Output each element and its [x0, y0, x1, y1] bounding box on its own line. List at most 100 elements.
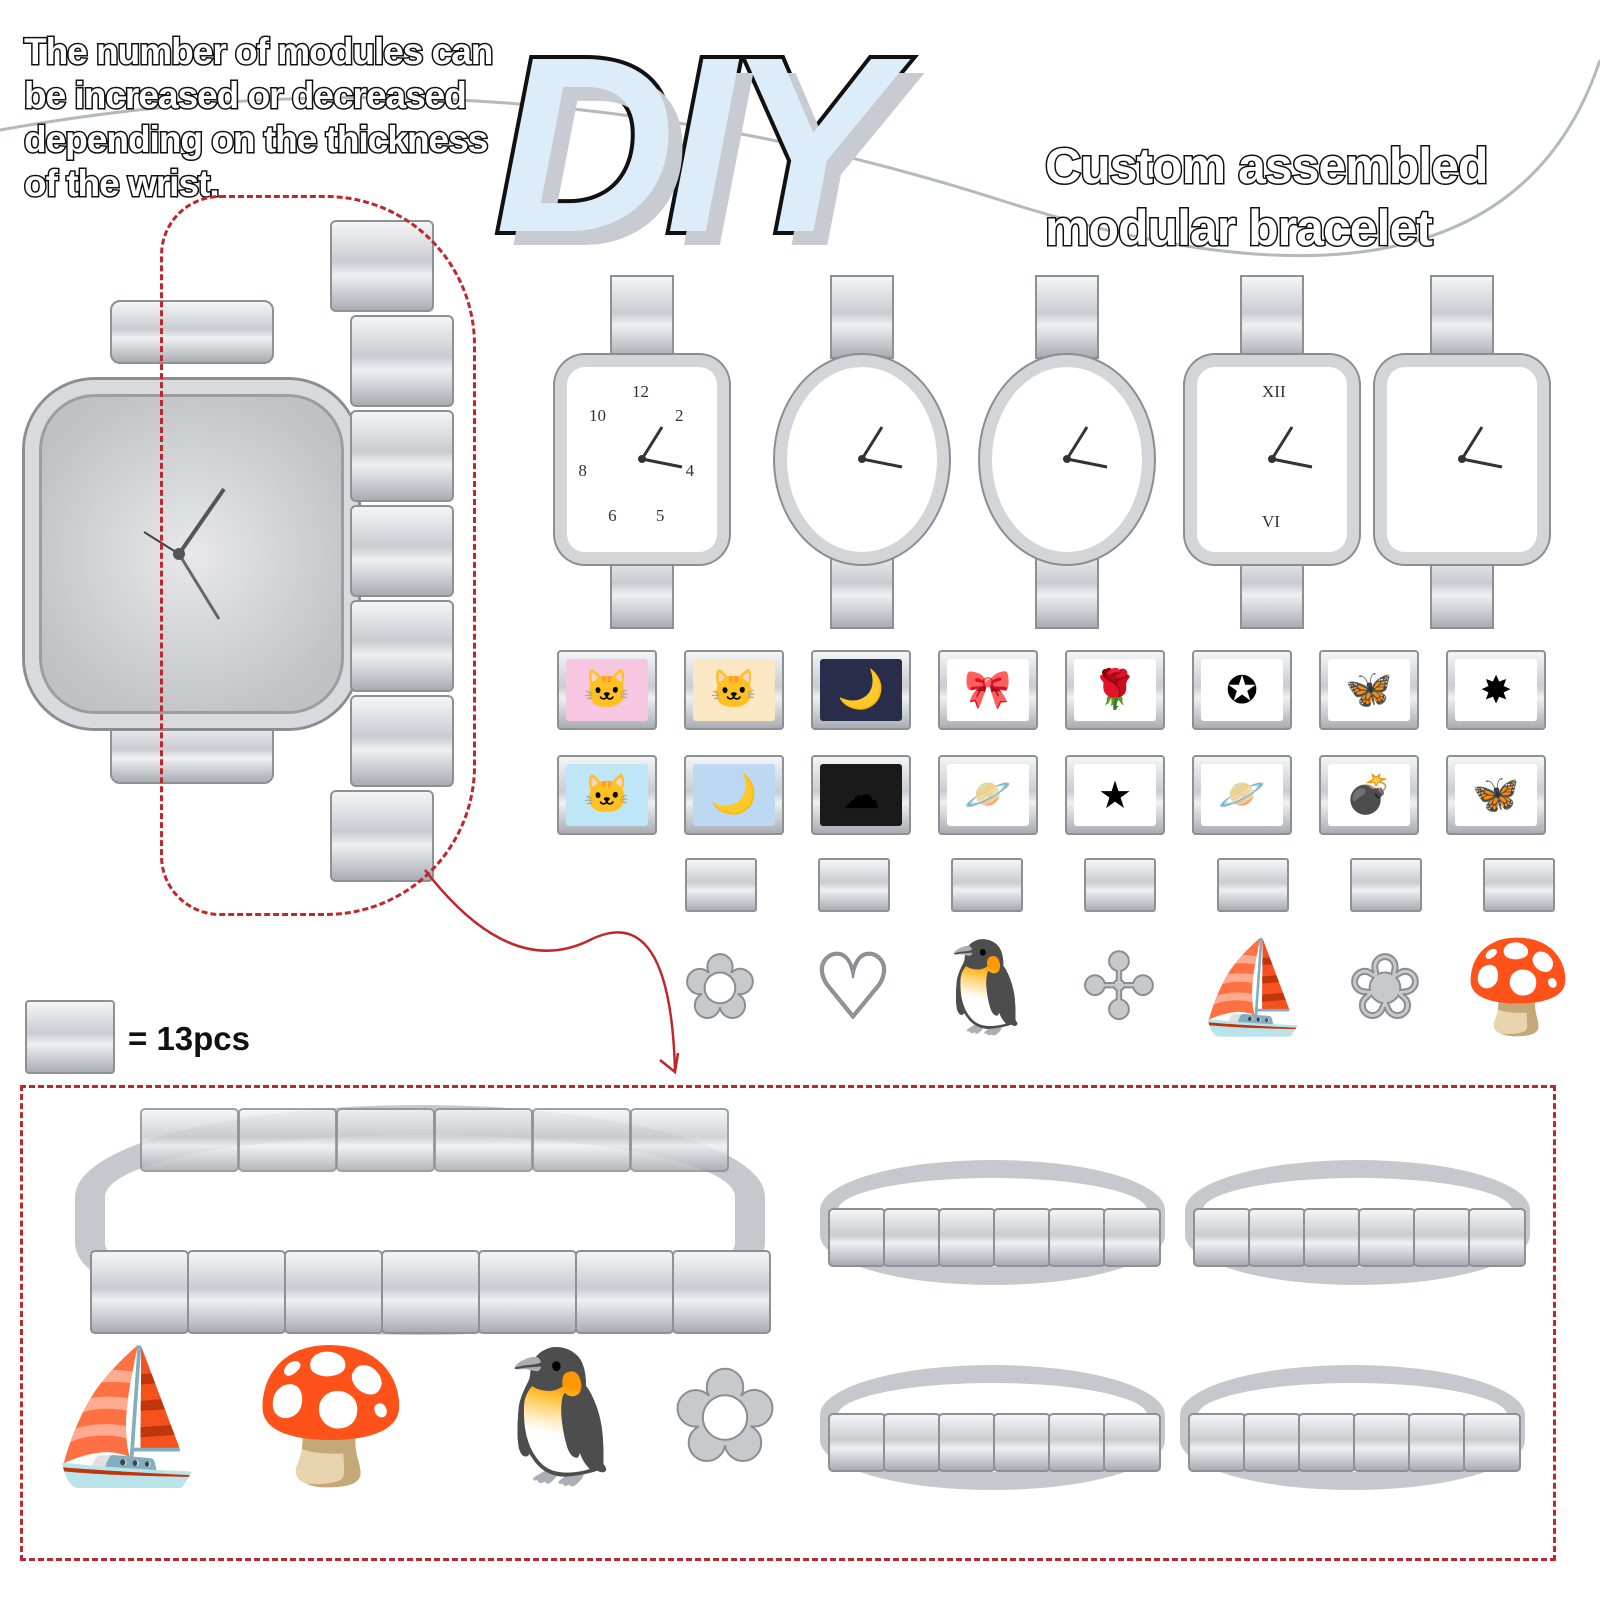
bracelet-link [1048, 1208, 1106, 1267]
quantity-label: = 13pcs [128, 1020, 251, 1057]
butterfly-pink-icon: 🦋 [1328, 659, 1410, 721]
charm-link [1350, 858, 1422, 912]
watch-band-top [610, 275, 674, 359]
bracelet-link [1358, 1208, 1416, 1267]
sailboat-icon: ⛵ [44, 1342, 208, 1490]
dial-numeral: 12 [632, 382, 649, 401]
tagline-line-2: modular bracelet [1043, 199, 1434, 258]
watch-hands-icon [1458, 426, 1503, 469]
dial-numeral: 8 [578, 461, 587, 481]
watch-hands-icon [638, 426, 683, 469]
bracelet-link [1243, 1413, 1301, 1472]
charm-link [1084, 858, 1156, 912]
bracelet-link [336, 1108, 435, 1172]
link-tile: ✪ [1192, 650, 1292, 730]
watch-face: XII VI [1185, 355, 1359, 564]
adjustable-strap-highlight [160, 195, 476, 916]
heart-icon: ♡ [812, 937, 895, 1039]
charm-link [818, 858, 890, 912]
strap-link [350, 600, 454, 692]
arrow-icon [424, 869, 680, 1075]
link-tile: 🐱 [557, 650, 657, 730]
link-tile: 🦋 [1446, 755, 1546, 835]
star-icon: ★ [1074, 764, 1156, 826]
pinwheel-icon: ✣ [1080, 937, 1157, 1039]
watch-hands-icon [1268, 426, 1313, 469]
watch-band-top [830, 275, 894, 359]
bracelet-link [434, 1108, 533, 1172]
link-tile: 🐱 [557, 755, 657, 835]
charm-link [685, 858, 757, 912]
bracelet-link [1353, 1413, 1411, 1472]
crystal-star-icon: ✸ [1455, 659, 1537, 721]
dial-numeral: 5 [655, 505, 665, 525]
cat-pink-icon: 🐱 [566, 659, 648, 721]
strap-link [350, 505, 454, 597]
bracelet-link [238, 1108, 337, 1172]
penguin-icon: 🐧 [479, 1342, 643, 1490]
link-tile: 🐱 [684, 650, 784, 730]
watch-face [1375, 355, 1549, 564]
bracelet-link [575, 1250, 674, 1334]
dial-numeral: 4 [685, 461, 695, 481]
watch-hands-icon [1063, 426, 1108, 469]
penguin-icon: 🐧 [929, 937, 1043, 1039]
bomb-icon: 💣 [1328, 764, 1410, 826]
bracelet-link [883, 1208, 941, 1267]
cat-moon-icon: 🌙 [820, 659, 902, 721]
watch-band-top [1035, 275, 1099, 359]
bracelet-link [284, 1250, 383, 1334]
cat-cloud-icon: ☁ [820, 764, 902, 826]
link-tile: 🌙 [811, 650, 911, 730]
bracelet-link [938, 1208, 996, 1267]
dial-numeral: VI [1262, 512, 1280, 531]
pearl-star-icon: ✪ [1201, 659, 1283, 721]
bracelet-link [1463, 1413, 1521, 1472]
watch-face [25, 380, 358, 728]
bracelet-link [630, 1108, 729, 1172]
bracelet-link [672, 1250, 771, 1334]
bracelet-link [1413, 1208, 1471, 1267]
bracelet-link [1248, 1208, 1306, 1267]
bracelet-link [1303, 1208, 1361, 1267]
diy-headline: DIY [491, 5, 896, 284]
link-tile: 💣 [1319, 755, 1419, 835]
watch-round-index [980, 275, 1154, 635]
bracelet-link [938, 1413, 996, 1472]
cat-cream-icon: 🐱 [693, 659, 775, 721]
bracelet-link [478, 1250, 577, 1334]
blank-link-module [25, 1000, 115, 1074]
assembled-examples-box [20, 1085, 1556, 1561]
dial-numeral: 10 [588, 406, 606, 426]
watch-cushion-roman: XII VI [1185, 275, 1359, 635]
watch-square-index [1375, 275, 1549, 635]
dial-numeral: 2 [675, 406, 684, 426]
cat-moon-blue-icon: 🌙 [693, 764, 775, 826]
saturn-icon: 🪐 [1201, 764, 1283, 826]
butterfly-black-icon: 🦋 [1455, 764, 1537, 826]
bracelet-link [90, 1250, 189, 1334]
mushroom-icon: 🍄 [1461, 937, 1575, 1039]
flower-icon: ✿ [681, 937, 758, 1039]
bracelet-link [1408, 1413, 1466, 1472]
charm-link [951, 858, 1023, 912]
strap-link [350, 410, 454, 502]
link-tile: ★ [1065, 755, 1165, 835]
link-tile: 🌹 [1065, 650, 1165, 730]
link-tile: 🎀 [938, 650, 1038, 730]
link-tile: 🪐 [1192, 755, 1292, 835]
bracelet-link [1103, 1208, 1161, 1267]
hibiscus-icon: ❀ [1346, 937, 1423, 1039]
bracelet-link [1048, 1413, 1106, 1472]
tagline-line-1: Custom assembled [1043, 137, 1489, 196]
link-tile: ✸ [1446, 650, 1546, 730]
watch-band-top [1430, 275, 1494, 359]
watch-band-top [1240, 275, 1304, 359]
dial-numeral: XII [1262, 382, 1286, 401]
rose-icon: 🌹 [1074, 659, 1156, 721]
link-tile: 🪐 [938, 755, 1038, 835]
watch-round-roman [775, 275, 949, 635]
link-tile: 🌙 [684, 755, 784, 835]
bracelet-link [1188, 1413, 1246, 1472]
